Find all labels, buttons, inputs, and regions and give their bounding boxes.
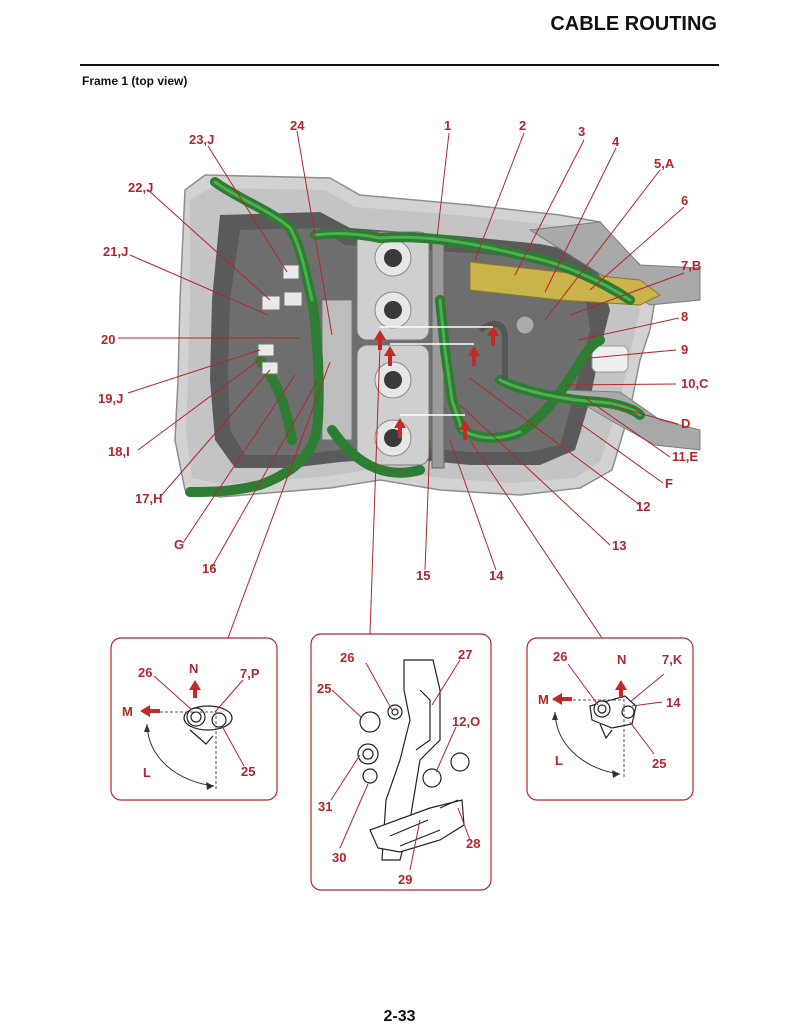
callout-9: 9 <box>681 342 688 357</box>
callout-2: 2 <box>519 118 526 133</box>
callout-g: G <box>174 537 184 552</box>
callout-19-j: 19,J <box>98 391 123 406</box>
inset-right-26: 26 <box>553 649 567 664</box>
inset-right-7-k: 7,K <box>662 652 683 667</box>
inset-center-28: 28 <box>466 836 480 851</box>
callout-3: 3 <box>578 124 585 139</box>
callout-11-e: 11,E <box>672 449 698 464</box>
callout-24: 24 <box>290 118 305 133</box>
inset-right-n: N <box>617 652 626 667</box>
inset-left-m: M <box>122 704 133 719</box>
inset-left-25: 25 <box>241 764 255 779</box>
callout-23-j: 23,J <box>189 132 214 147</box>
callout-22-j: 22,J <box>128 180 153 195</box>
inset-left-7-p: 7,P <box>240 666 260 681</box>
callout-13: 13 <box>612 538 626 553</box>
inset-right-l: L <box>555 753 563 768</box>
inset-left-26: 26 <box>138 665 152 680</box>
callout-12: 12 <box>636 499 650 514</box>
callout-5-a: 5,A <box>654 156 675 171</box>
inset-center-25: 25 <box>317 681 331 696</box>
callout-4: 4 <box>612 134 620 149</box>
callout-1: 1 <box>444 118 451 133</box>
callout-labels: 1 2 3 4 5,A 6 7,B 8 9 10,C D 11,E F 12 1… <box>98 118 709 583</box>
inset-center-detail: 26 27 25 12,O 31 30 29 28 <box>310 633 492 891</box>
inset-left-detail: N 26 7,P M L 25 <box>110 637 278 801</box>
callout-f: F <box>665 476 673 491</box>
callout-21-j: 21,J <box>103 244 128 259</box>
leader-lines <box>118 130 685 639</box>
inset-right-25: 25 <box>652 756 666 771</box>
callout-8: 8 <box>681 309 688 324</box>
callout-15: 15 <box>416 568 430 583</box>
callout-10-c: 10,C <box>681 376 709 391</box>
header-rule <box>80 64 719 66</box>
inset-left-l: L <box>143 765 151 780</box>
callout-d: D <box>681 416 690 431</box>
inset-center-30: 30 <box>332 850 346 865</box>
page-title: CABLE ROUTING <box>550 13 717 35</box>
callout-7-b: 7,B <box>681 258 701 273</box>
callout-20: 20 <box>101 332 115 347</box>
inset-center-31: 31 <box>318 799 332 814</box>
frame-top-view-illustration <box>174 174 701 498</box>
page-number: 2-33 <box>383 1008 416 1025</box>
inset-right-14: 14 <box>666 695 681 710</box>
inset-center-27: 27 <box>458 647 472 662</box>
frame-view-subtitle: Frame 1 (top view) <box>82 74 188 88</box>
callout-16: 16 <box>202 561 216 576</box>
callout-14: 14 <box>489 568 504 583</box>
route-arrows <box>374 326 499 440</box>
inset-left-n: N <box>189 661 198 676</box>
callout-6: 6 <box>681 193 688 208</box>
callout-18-i: 18,I <box>108 444 130 459</box>
inset-right-detail: N 26 7,K M 14 L 25 <box>526 637 694 801</box>
callout-17-h: 17,H <box>135 491 162 506</box>
inset-center-26: 26 <box>340 650 354 665</box>
inset-right-m: M <box>538 692 549 707</box>
inset-center-12-o: 12,O <box>452 714 480 729</box>
inset-center-29: 29 <box>398 872 412 887</box>
